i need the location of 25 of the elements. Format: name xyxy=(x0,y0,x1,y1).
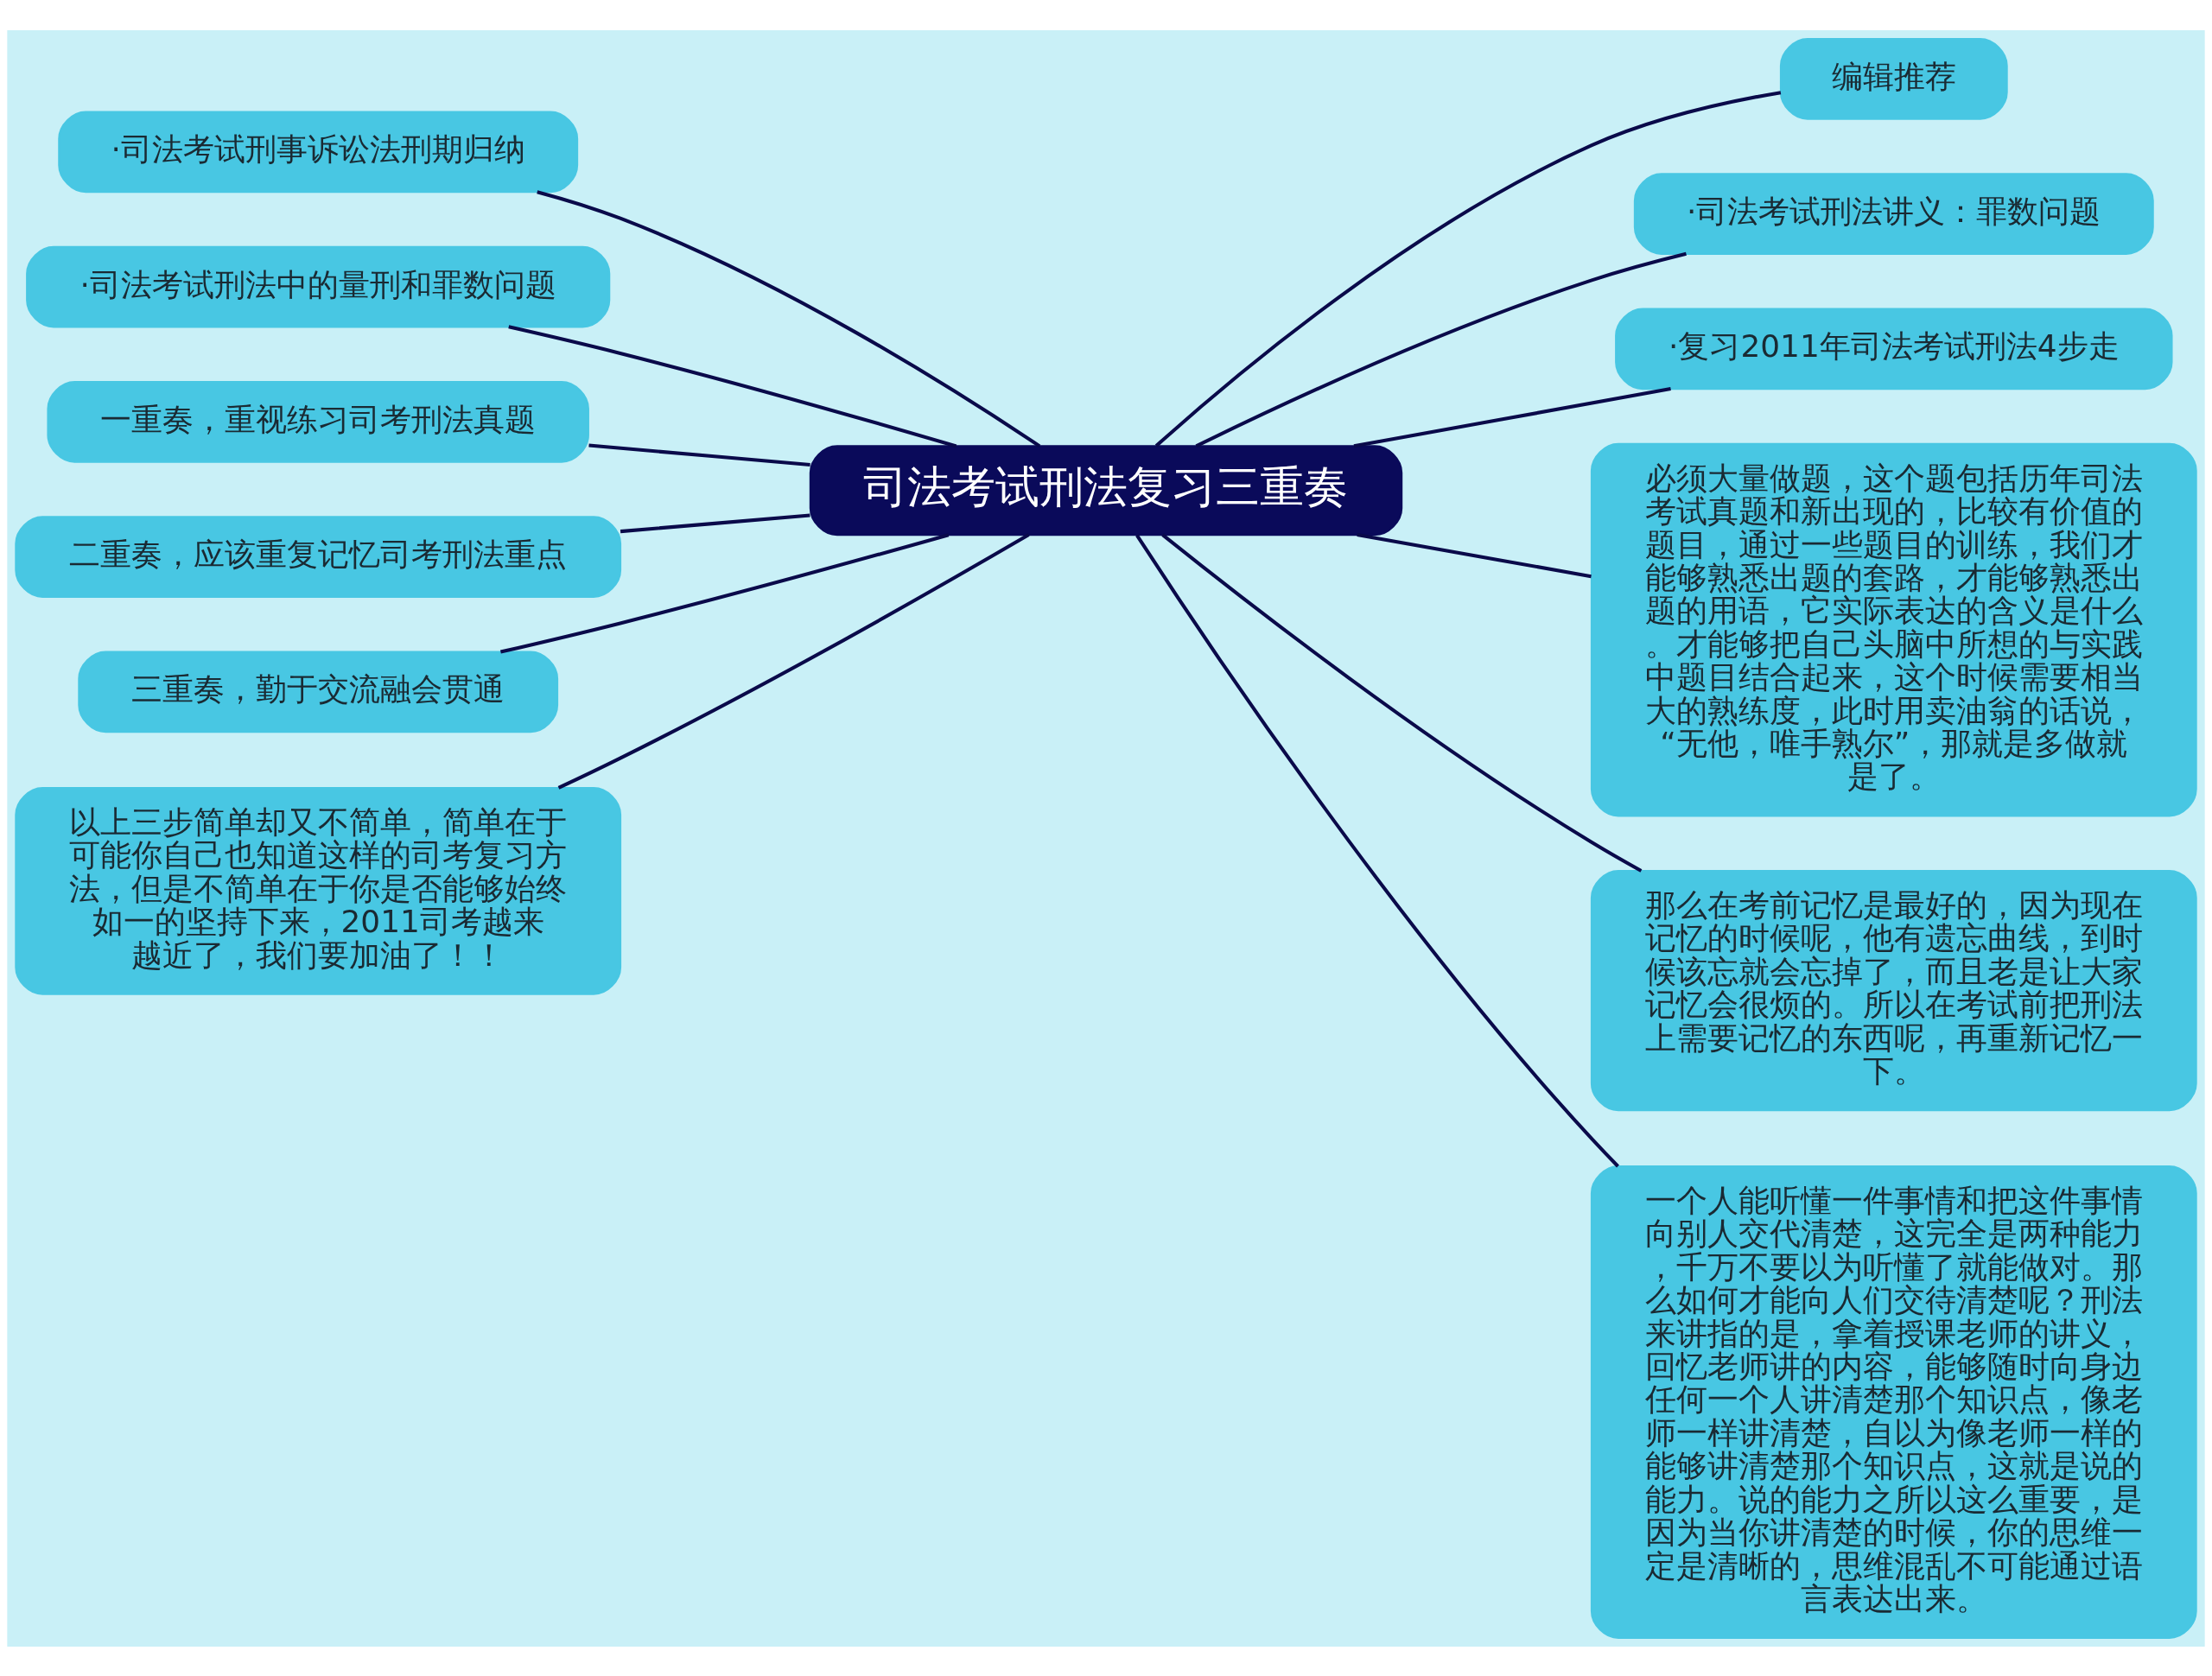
node-box: ·司法考试刑法中的量刑和罪数问题 xyxy=(26,245,611,327)
connector xyxy=(1353,386,1671,448)
node-box: 编辑推荐 xyxy=(1779,37,2008,120)
connector xyxy=(499,532,950,654)
node-box: 那么在考前记忆是最好的，因为现在记忆的时候呢，他有遗忘曲线，到时候该忘就会忘掉了，而且老是让大家记忆会很烦的。所以在考试前把刑法上需要记忆的东西呢，再重新记忆一下。 xyxy=(1590,869,2197,1111)
connector xyxy=(1154,90,1782,448)
node-box: 必须大量做题，这个题包括历年司法考试真题和新出现的，比较有价值的题目，通过一些题目的训练，我们才能够熟悉出题的套路，才能够熟悉出题的用语，它实际表达的含义是什么。才能够把自己头脑中所想的与实践中题目结合起来，这个时候需要相当大的熟练度，此时用卖油翁的话说，“无他，唯手熟尔”，那就是多做就是了。 xyxy=(1590,442,2197,817)
connector xyxy=(1357,532,1592,578)
connector xyxy=(557,532,1030,790)
connector xyxy=(1161,533,1643,873)
connector xyxy=(620,513,810,533)
connector xyxy=(1195,251,1687,448)
connector xyxy=(1135,534,1619,1167)
node-box: 二重奏，应该重复记忆司考刑法重点 xyxy=(15,515,622,598)
node-box: 一个人能听懂一件事情和把这件事情向别人交代清楚，这完全是两种能力，千万不要以为听懂了就能做对。那么如何才能向人们交待清楚呢？刑法来讲指的是，拿着授课老师的讲义，回忆老师讲的内容，能够随时向身边任何一个人讲清楚那个知识点，像老师一样讲清楚，自以为像老师一样的能够讲清楚那个知识点，这就是说的能力。说的能力之所以这么重要，是因为当你讲清楚的时候，你的思维一定是清晰的，思维混乱不可能通过语言表达出来。 xyxy=(1590,1165,2197,1639)
node-box: 一重奏，重视练习司考刑法真题 xyxy=(47,380,589,463)
node-box: 以上三步简单却又不简单，简单在于可能你自己也知道这样的司考复习方法，但是不简单在于你是否能够始终如一的坚持下来，2011司考越来越近了，我们要加油了！！ xyxy=(15,786,622,995)
connector xyxy=(588,443,810,467)
node-box: ·复习2011年司法考试刑法4步走 xyxy=(1615,307,2173,390)
node-box: ·司法考试刑事诉讼法刑期归纳 xyxy=(58,111,579,193)
node-box: ·司法考试刑法讲义：罪数问题 xyxy=(1633,172,2154,255)
node-box: 司法考试刑法复习三重奏 xyxy=(809,444,1403,536)
connector xyxy=(508,324,957,448)
node-box: 三重奏，勤于交流融会贯通 xyxy=(78,650,559,733)
connector xyxy=(537,189,1041,448)
